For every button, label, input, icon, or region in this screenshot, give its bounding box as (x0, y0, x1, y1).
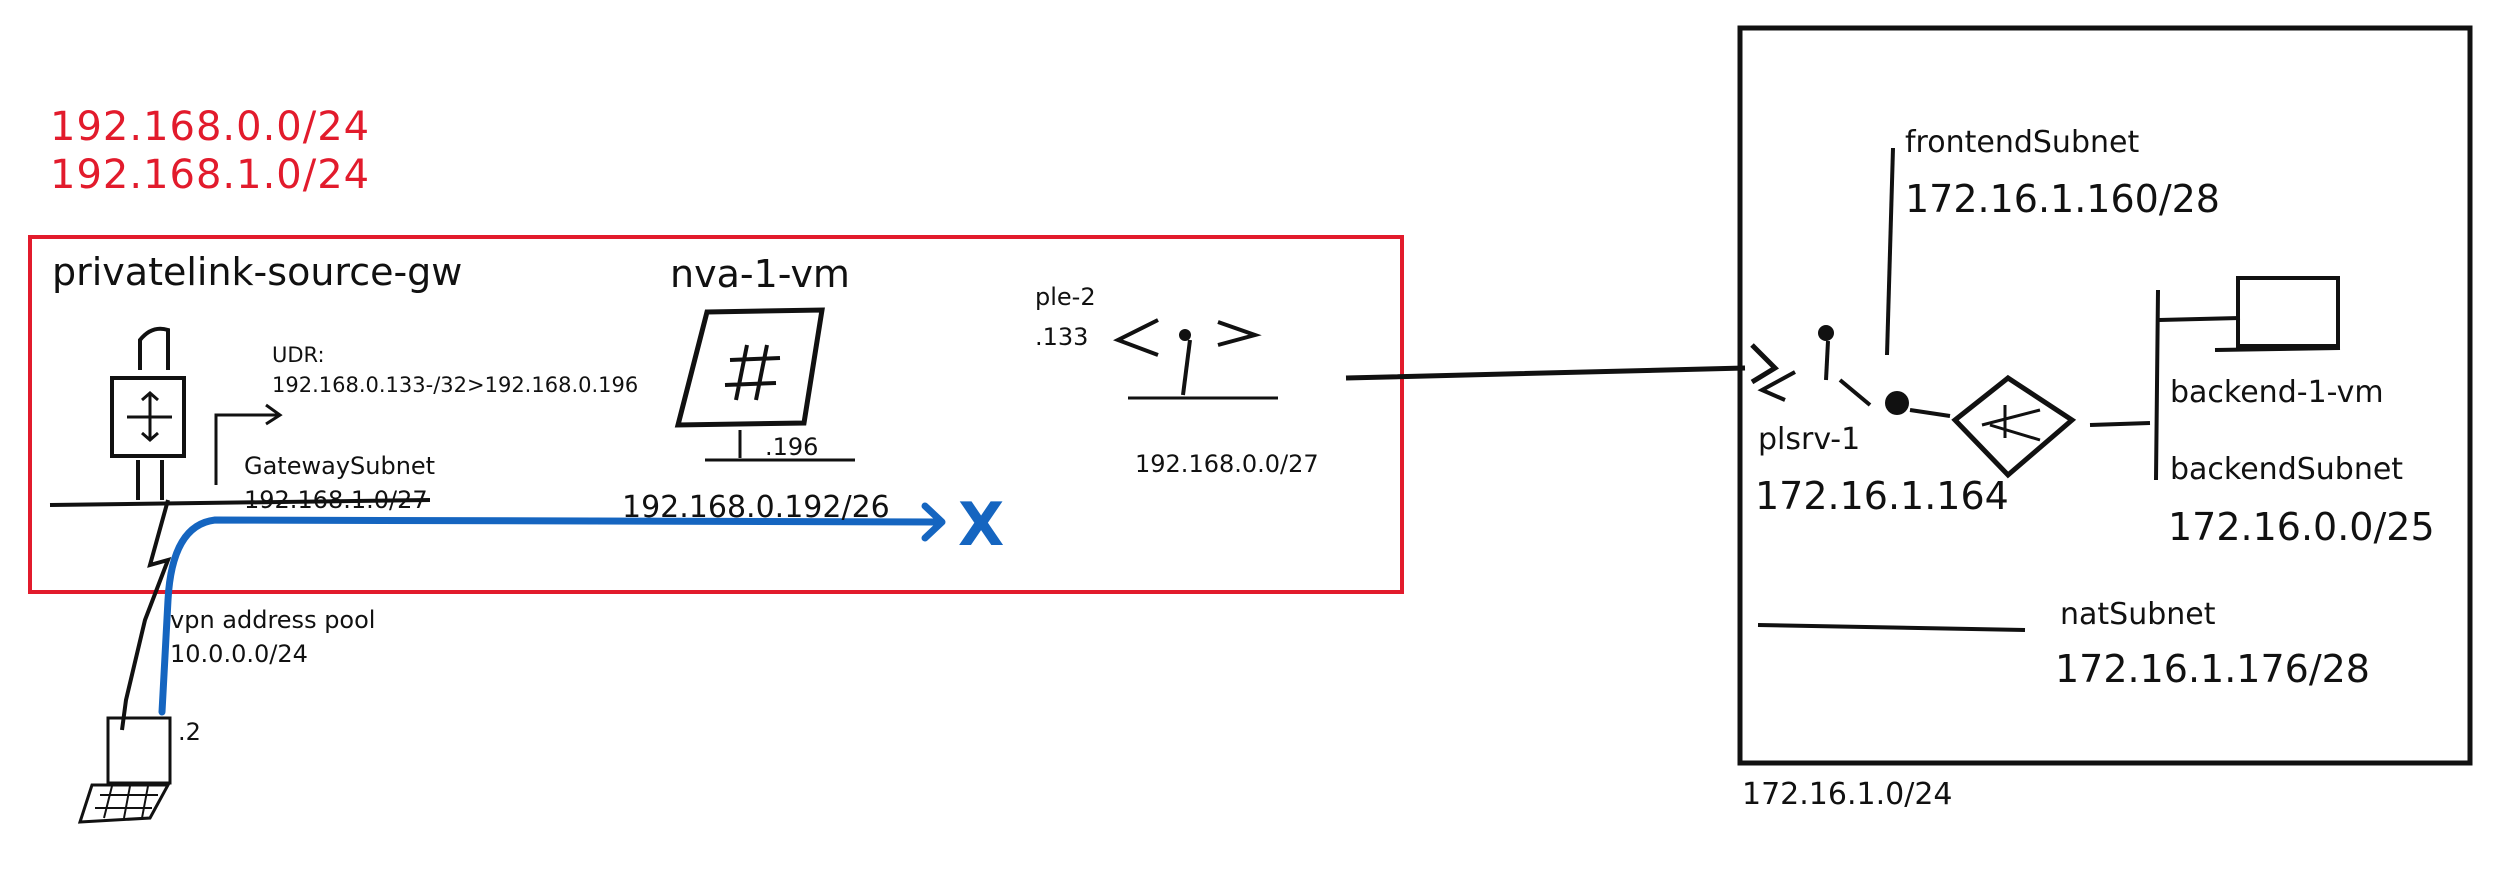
source-vnet-box (28, 235, 1404, 594)
frontend-subnet-line (1885, 147, 1895, 356)
private-link-connection (1345, 343, 1780, 385)
backend-subnet-name: backendSubnet (2170, 452, 2404, 487)
destination-vnet-box (1737, 25, 2473, 766)
nva-name: nva-1-vm (670, 252, 850, 296)
backend-vm-laptop-icon (2214, 276, 2341, 352)
vpn-pool-prefix: 10.0.0.0/24 (170, 640, 308, 668)
pe-subnet-prefix: 192.168.0.0/27 (1135, 450, 1319, 478)
vpn-pool-label: vpn address pool (170, 606, 376, 634)
pe-ip-suffix: .133 (1035, 323, 1089, 351)
pe-name: ple-2 (1035, 283, 1096, 311)
source-address-space-2: 192.168.1.0/24 (50, 152, 371, 198)
nat-subnet-line (1757, 623, 2026, 632)
vpn-gateway-icon (110, 326, 186, 731)
gateway-subnet-name: GatewaySubnet (244, 452, 436, 480)
frontend-subnet-prefix: 172.16.1.160/28 (1905, 177, 2220, 221)
blocked-marker: X (958, 490, 1005, 560)
private-endpoint-icon (1113, 318, 1278, 400)
backend-subnet-prefix: 172.16.0.0/25 (2168, 505, 2435, 549)
load-balancer-icon (1909, 374, 2077, 479)
client-ip-suffix: .2 (178, 718, 201, 746)
private-link-service-icon (1757, 325, 1909, 415)
pls-ip: 172.16.1.164 (1755, 474, 2009, 518)
vpn-traffic-path (158, 502, 946, 716)
gateway-subnet-line (49, 498, 431, 507)
udr-arrow (214, 403, 283, 485)
frontend-subnet-name: frontendSubnet (1905, 125, 2140, 160)
nva-icon (674, 307, 855, 462)
gateway-subnet-prefix: 192.168.1.0/27 (244, 486, 428, 514)
destination-vnet-prefix: 172.16.1.0/24 (1742, 777, 1953, 812)
nva-ip-suffix: .196 (765, 433, 819, 461)
udr-route: 192.168.0.133-/32>192.168.0.196 (272, 373, 639, 397)
nva-subnet-prefix: 192.168.0.192/26 (622, 490, 890, 525)
pls-name: plsrv-1 (1758, 422, 1861, 457)
client-laptop-icon (77, 716, 172, 824)
nat-subnet-prefix: 172.16.1.176/28 (2055, 647, 2370, 691)
backend-vm-name: backend-1-vm (2170, 375, 2384, 410)
nat-subnet-name: natSubnet (2060, 597, 2216, 632)
backend-connector (2089, 289, 2241, 481)
udr-title: UDR: (272, 343, 325, 367)
source-address-space-1: 192.168.0.0/24 (50, 104, 371, 150)
gateway-name: privatelink-source-gw (52, 250, 463, 294)
vpn-connection-zigzag (120, 499, 172, 731)
